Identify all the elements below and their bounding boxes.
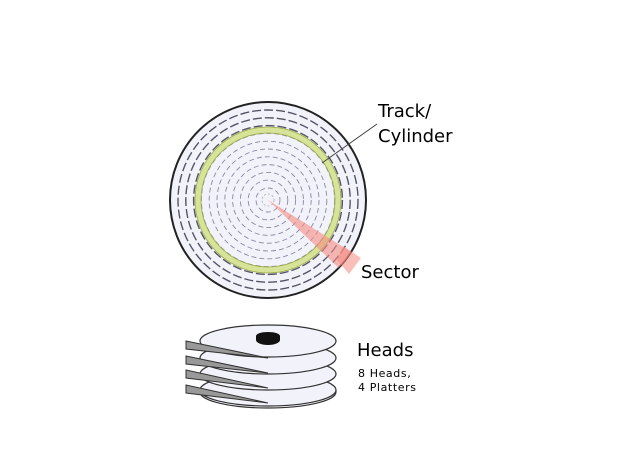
- track-ring: [224, 156, 312, 244]
- spindle-center: [261, 193, 275, 207]
- platter-stack: [185, 324, 337, 409]
- highlighted-track-outer-edge: [194, 126, 342, 274]
- track-ring: [208, 140, 328, 260]
- track-ring: [192, 124, 344, 276]
- track-ring: [255, 187, 281, 213]
- heads-label: Heads: [357, 340, 413, 361]
- track-ring: [177, 109, 359, 291]
- heads-note: 8 Heads, 4 Platters: [358, 367, 417, 394]
- platter-1: [199, 324, 337, 358]
- head-arms: [185, 340, 269, 404]
- head-arm-1: [185, 340, 269, 359]
- track-pointer-line: [321, 123, 378, 164]
- sector-label: Sector: [361, 262, 419, 283]
- track-label-line2: Cylinder: [378, 126, 453, 147]
- track-label: Track/ Cylinder: [377, 101, 453, 147]
- track-ring: [185, 117, 351, 283]
- highlighted-track-inner-edge: [200, 132, 336, 268]
- track-rings: [177, 109, 359, 291]
- track-ring: [216, 148, 320, 252]
- track-ring: [232, 164, 304, 236]
- head-arm-2: [185, 355, 269, 374]
- track-label-line1: Track/: [377, 101, 432, 122]
- heads-note-line2: 4 Platters: [358, 381, 417, 394]
- head-arm-4: [185, 384, 269, 404]
- track-ring: [247, 179, 289, 221]
- platter-top-view: [169, 101, 378, 299]
- highlighted-track: [195, 127, 341, 273]
- head-arm-3: [185, 369, 269, 389]
- sector-wedge: [268, 200, 361, 275]
- heads-note-line1: 8 Heads,: [358, 367, 411, 380]
- track-ring: [239, 171, 297, 229]
- sector-wedge-outside: [337, 246, 361, 274]
